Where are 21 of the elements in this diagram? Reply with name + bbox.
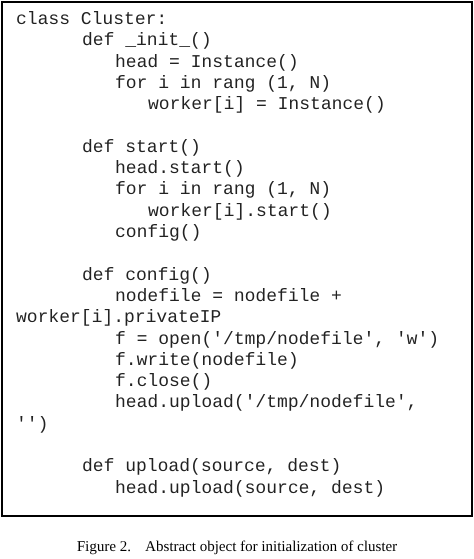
figure-caption: Figure 2. Abstract object for initialization of cluster	[76, 539, 398, 556]
code-line: for i in rang (1, N)	[115, 74, 332, 95]
code-line: worker[i].start()	[148, 202, 332, 223]
code-line: def config()	[82, 266, 212, 287]
code-line: head.start()	[115, 159, 245, 180]
code-line: f.close()	[115, 372, 212, 394]
code-line: class Cluster:	[16, 10, 168, 31]
code-line: def upload(source, dest)	[82, 457, 342, 478]
code-line: worker[i].privateIP	[16, 308, 222, 330]
code-line: def _init_()	[82, 31, 212, 52]
code-line: config()	[115, 223, 202, 244]
code-line: for i in rang (1, N)	[115, 180, 332, 202]
code-line: f = open('/tmp/nodefile', 'w')	[115, 330, 440, 350]
code-line: def start()	[82, 138, 201, 159]
code-line: head.upload(source, dest)	[115, 478, 386, 500]
code-line: head = Instance()	[115, 52, 299, 74]
code-line: head.upload('/tmp/nodefile',	[115, 393, 418, 414]
code-line: worker[i] = Instance()	[148, 95, 386, 116]
code-line: nodefile = nodefile +	[115, 286, 342, 308]
code-line: f.write(nodefile)	[115, 350, 299, 372]
code-line: '')	[16, 414, 48, 436]
